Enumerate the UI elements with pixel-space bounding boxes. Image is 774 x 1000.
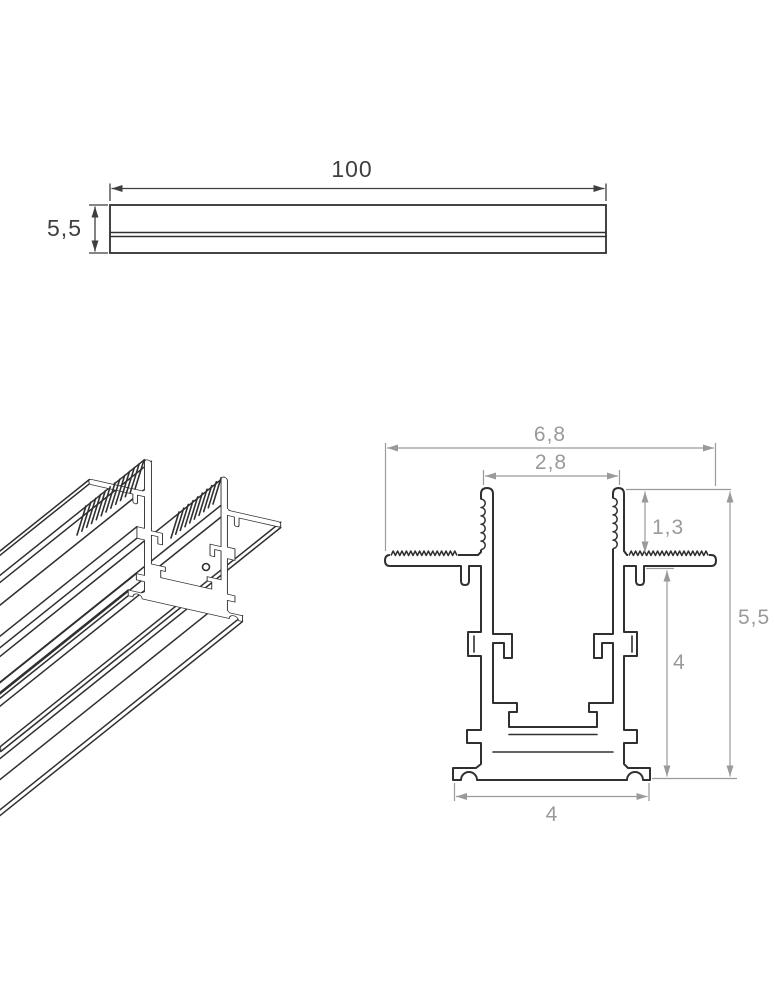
dimension-overall-width-label: 6,8 (534, 423, 566, 446)
dimension-flange-offset: 1,3 (626, 488, 731, 553)
dimension-total-height: 5,5 (652, 491, 770, 780)
dimension-length-label: 100 (331, 156, 372, 182)
wall-scallops-right (612, 497, 618, 550)
dimension-opening-width: 2,8 (482, 451, 621, 485)
profile-3d-screw-hole (201, 562, 211, 572)
flange-serration-left (390, 550, 458, 557)
profile-3d-extrusion-edges (0, 458, 282, 817)
profile-3d-serration-hatch (170, 477, 222, 539)
wall-scallops-left (480, 498, 486, 551)
dimension-side-height-label: 5,5 (47, 215, 82, 241)
dimension-side-height: 5,5 (47, 204, 108, 254)
profile-cross-section-view: 6,8 2,8 1,3 5,5 4 (384, 423, 770, 826)
dimension-base-width: 4 (453, 783, 650, 826)
dimension-body-height-label: 4 (673, 651, 686, 674)
profile-3d-near-face (88, 446, 282, 631)
profile-3d-serration-hatch (76, 459, 145, 536)
flange-serration-right (628, 550, 709, 557)
dimension-flange-offset-label: 1,3 (652, 516, 684, 539)
dimension-length: 100 (109, 156, 607, 201)
profile-side-body (109, 204, 607, 254)
dimension-overall-width: 6,8 (384, 423, 717, 551)
dimension-total-height-label: 5,5 (738, 606, 770, 629)
dimension-opening-width-label: 2,8 (535, 451, 567, 474)
dimension-base-width-label: 4 (546, 803, 559, 826)
dimension-body-height: 4 (646, 567, 686, 777)
profile-3d-view (0, 446, 282, 842)
profile-side-view: 100 5,5 (47, 156, 607, 254)
